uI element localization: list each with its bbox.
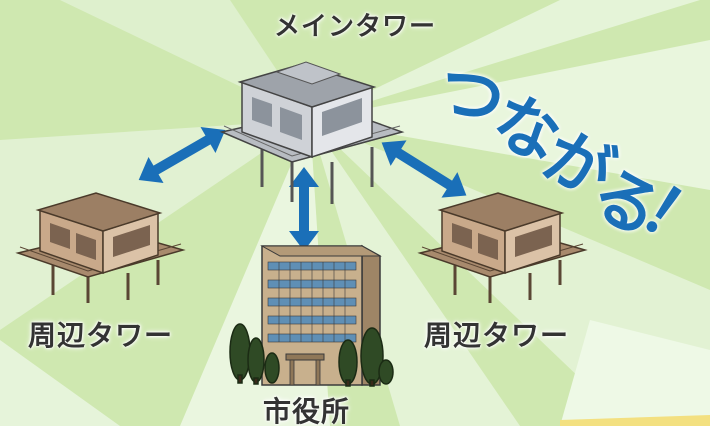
- main-tower-building: [219, 61, 405, 204]
- main-tower-label: メインタワー: [273, 12, 436, 42]
- peripheral-tower-building: [417, 192, 588, 303]
- tree-icon: [247, 337, 265, 385]
- connection-arrows: [138, 127, 467, 251]
- peripheral-tower-building: [15, 192, 186, 303]
- tree-icon: [229, 323, 251, 384]
- city-hall-label: 市役所: [263, 395, 351, 426]
- slogan-text: つ な が る ！: [427, 42, 710, 271]
- double-arrow-icon: [289, 167, 319, 251]
- trees: [229, 323, 394, 387]
- peripheral-tower-right-label: 周辺タワー: [424, 319, 570, 352]
- double-arrow-icon: [138, 127, 226, 183]
- double-arrow-icon: [381, 140, 467, 198]
- tree-icon: [264, 352, 280, 384]
- tree-icon: [360, 327, 384, 387]
- peripheral-tower-left-label: 周辺タワー: [28, 319, 174, 352]
- tree-icon: [378, 359, 394, 385]
- tree-icon: [338, 339, 358, 387]
